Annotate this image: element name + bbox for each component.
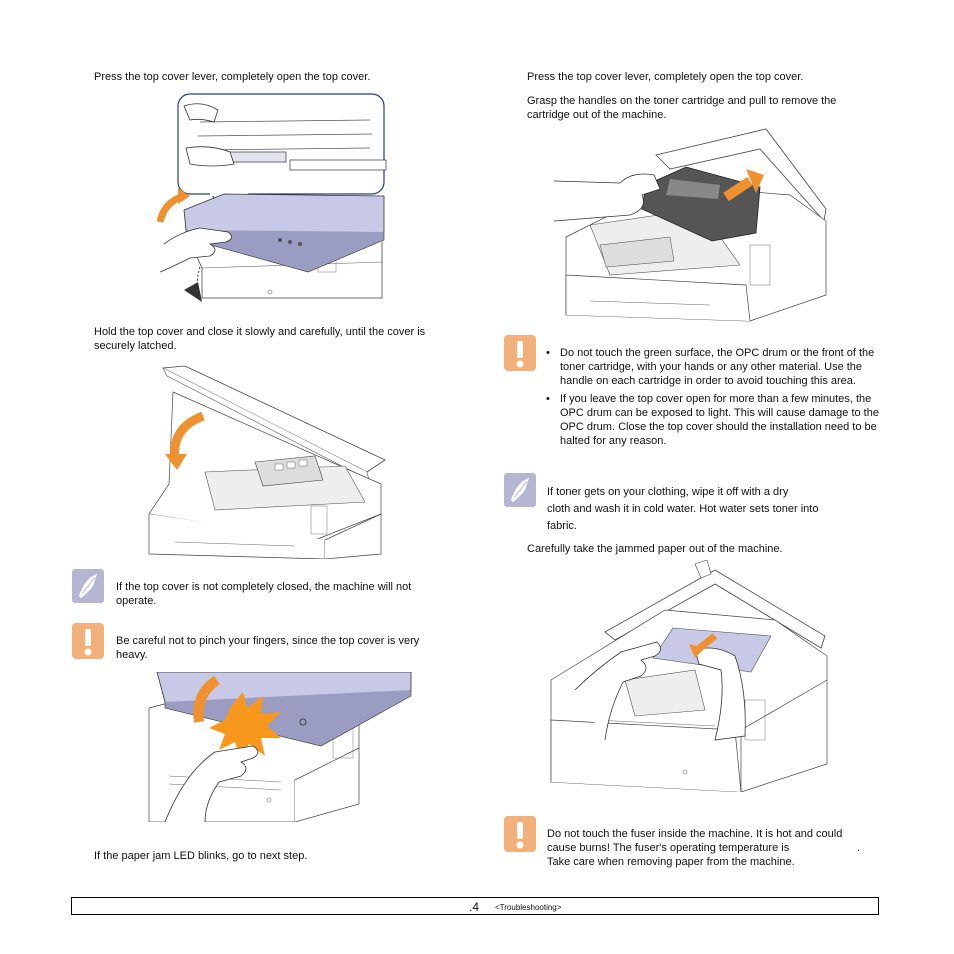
step-grasp-cartridge: Grasp the handles on the toner cartridge…	[527, 95, 837, 121]
caution-line: cause burns! The fuser's operating tempe…	[547, 841, 887, 855]
caution-item-text: Do not touch the green surface, the OPC …	[560, 347, 875, 387]
open-cover-illustration	[156, 93, 387, 302]
page-footer: .4 <Troubleshooting>	[71, 897, 879, 915]
caution-line: Take care when removing paper from the m…	[547, 856, 795, 868]
caution-item: • If you leave the top cover open for mor…	[544, 392, 880, 448]
note-icon	[504, 473, 536, 507]
caution-line: Do not touch the fuser inside the machin…	[547, 828, 843, 840]
bullet: •	[546, 347, 550, 359]
step-open-cover-right: Press the top cover lever, completely op…	[527, 71, 804, 83]
note-line: fabric.	[547, 520, 577, 532]
note-line: cloth and wash it in cold water. Hot wat…	[547, 503, 819, 515]
page-number: .4	[469, 900, 480, 914]
caution-item-text: If you leave the top cover open for more…	[560, 393, 879, 447]
note-cover-not-closed: If the top cover is not completely close…	[116, 581, 412, 607]
caution-item: • Do not touch the green surface, the OPC…	[544, 346, 880, 388]
caution-icon	[504, 335, 536, 371]
take-paper-illustration	[550, 560, 828, 792]
caution-fuser: Do not touch the fuser inside the machin…	[547, 827, 887, 869]
pinch-warning-illustration	[148, 672, 412, 822]
close-cover-illustration	[148, 365, 386, 559]
step-open-cover-left: Press the top cover lever, completely op…	[94, 71, 371, 83]
caution-line-text: cause burns! The fuser's operating tempe…	[547, 842, 790, 854]
section-label: <Troubleshooting>	[495, 903, 562, 912]
caution-line-period: .	[857, 842, 861, 854]
step-close-cover: Hold the top cover and close it slowly a…	[94, 326, 426, 352]
step-led-blink: If the paper jam LED blinks, go to next …	[94, 850, 308, 862]
caution-icon	[72, 623, 104, 659]
caution-cartridge-list: • Do not touch the green surface, the OPC…	[544, 346, 880, 452]
step-take-paper: Carefully take the jammed paper out of t…	[527, 543, 783, 555]
caution-pinch-fingers: Be careful not to pinch your fingers, si…	[116, 635, 420, 661]
note-toner-clothing: If toner gets on your clothing, wipe it …	[547, 484, 877, 535]
bullet: •	[546, 393, 550, 405]
remove-cartridge-illustration	[553, 128, 827, 322]
note-icon	[72, 569, 104, 603]
note-line: If toner gets on your clothing, wipe it …	[547, 486, 789, 498]
caution-icon	[504, 816, 536, 852]
